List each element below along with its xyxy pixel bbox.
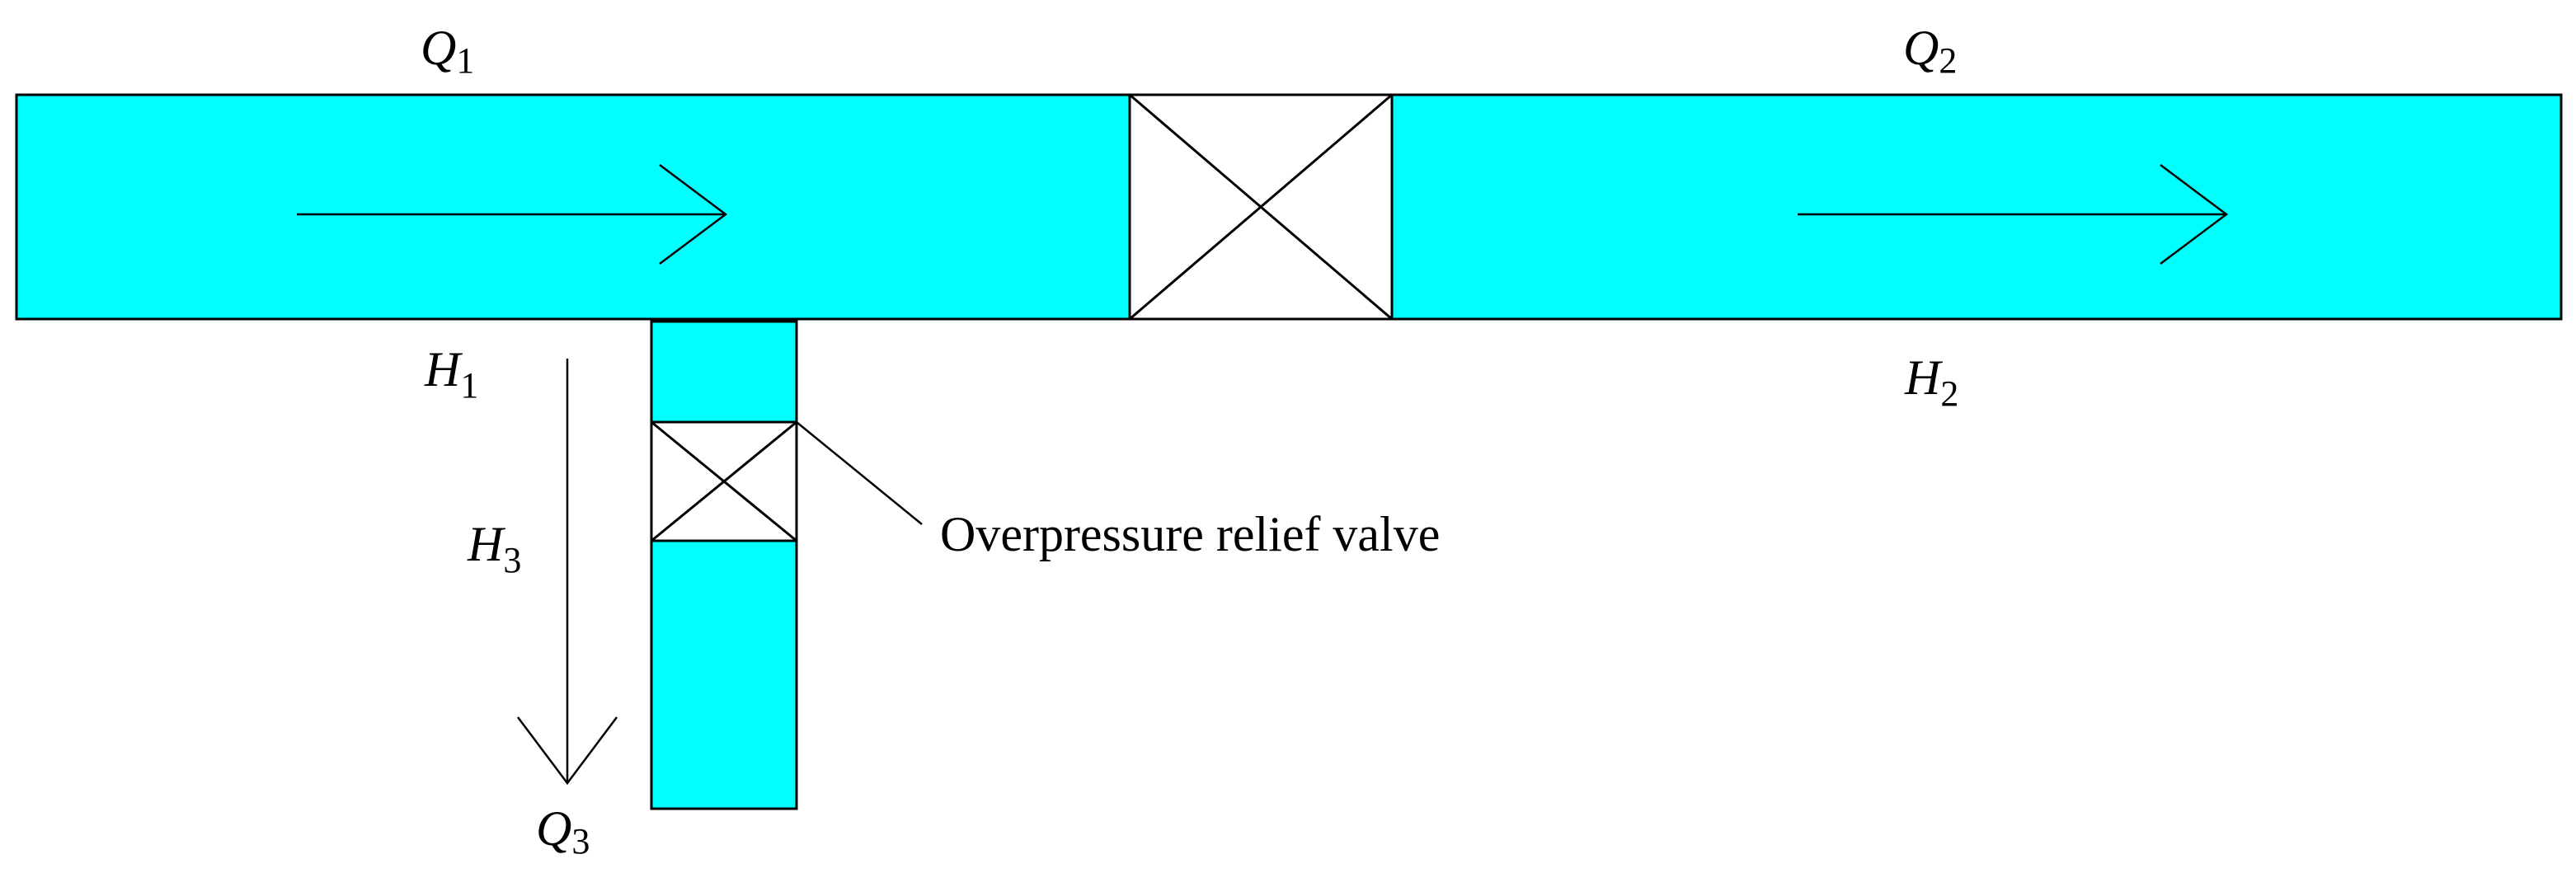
main-pipe-upstream [15, 93, 1131, 321]
label-q3: Q3 [536, 801, 590, 861]
relief-valve-leader-line [796, 421, 923, 525]
relief-valve-cross-2 [651, 420, 797, 542]
flow-arrow-q2 [1798, 164, 2229, 265]
main-valve [1128, 93, 1394, 321]
main-pipe-downstream [1390, 93, 2563, 321]
relief-valve [650, 420, 798, 542]
main-valve-cross-2 [1129, 93, 1393, 321]
flow-arrow-q1 [297, 164, 728, 265]
label-h3: H3 [467, 517, 521, 580]
branch-pipe-upper [650, 320, 798, 424]
label-q2: Q2 [1903, 21, 1957, 81]
label-h2: H2 [1904, 350, 1958, 414]
branch-pipe-lower [650, 539, 798, 810]
relief-valve-label: Overpressure relief valve [940, 507, 1440, 561]
flow-arrow-q3 [517, 359, 618, 786]
label-q1: Q1 [421, 21, 474, 81]
label-h1: H1 [424, 342, 478, 406]
